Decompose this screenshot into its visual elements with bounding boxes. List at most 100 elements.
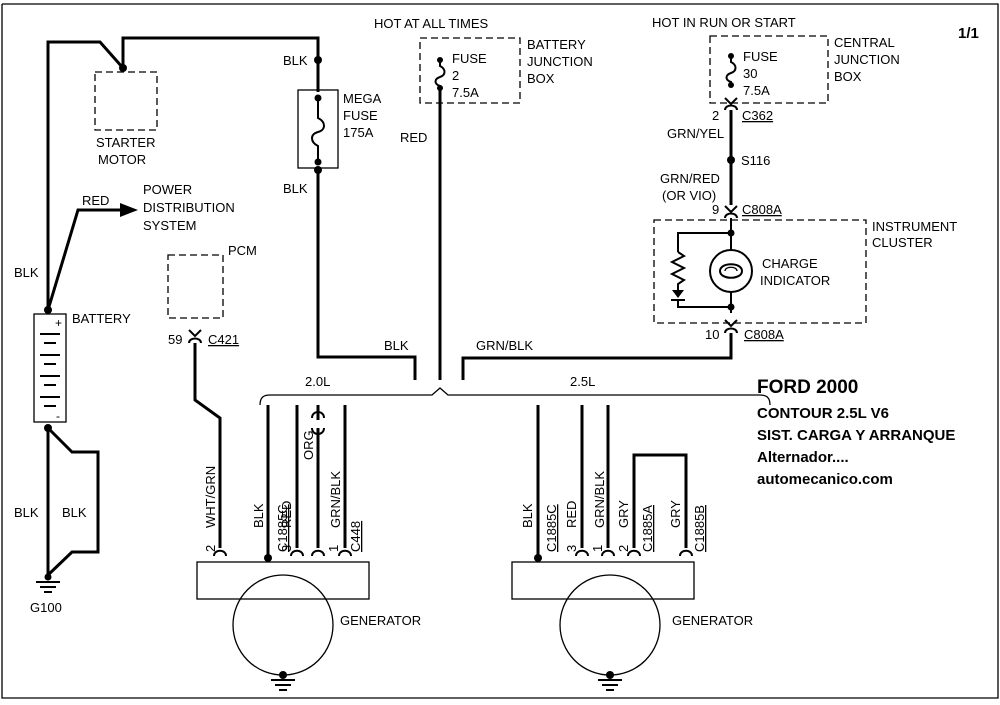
c1885c-left: C1885C <box>275 504 290 552</box>
right-pin-2: 2 <box>616 545 631 552</box>
c1885b-label: C1885B <box>692 505 707 552</box>
bjb-fuse-label-3: 7.5A <box>452 85 479 100</box>
label-grn-yel: GRN/YEL <box>667 126 724 141</box>
generator-left-label: GENERATOR <box>340 613 421 628</box>
label-grn-blk-top: GRN/BLK <box>476 338 533 353</box>
diode-icon <box>672 290 684 298</box>
cluster-label-2: CLUSTER <box>872 235 933 250</box>
label-red-power: RED <box>82 193 109 208</box>
starter-label-1: STARTER <box>96 135 155 150</box>
cluster-label-1: INSTRUMENT <box>872 219 957 234</box>
c448-label: C448 <box>348 521 363 552</box>
label-blk-fuse-bottom: BLK <box>283 181 308 196</box>
power-dist-label-3: SYSTEM <box>143 218 196 233</box>
cjb-header: HOT IN RUN OR START <box>652 15 796 30</box>
c421-label: C421 <box>208 332 239 347</box>
bjb-fuse-label-2: 2 <box>452 68 459 83</box>
c421-pin: 59 <box>168 332 182 347</box>
battery-minus: - <box>56 409 60 423</box>
mega-fuse-label-1: MEGA <box>343 91 382 106</box>
c808a-bot-label: C808A <box>744 327 784 342</box>
pcm-box <box>167 254 224 319</box>
label-org: ORG <box>301 430 316 460</box>
battery-symbol <box>33 313 67 423</box>
label-blk-to-gen: BLK <box>384 338 409 353</box>
label-grn-red: GRN/RED <box>660 171 720 186</box>
label-blk-gen-right: BLK <box>520 503 535 528</box>
variant-right: 2.5L <box>570 374 595 389</box>
charge-indicator-label-1: CHARGE <box>762 256 818 271</box>
left-pin-1: 1 <box>326 545 341 552</box>
label-grn-blk-right: GRN/BLK <box>592 471 607 528</box>
charge-indicator-label-2: INDICATOR <box>760 273 830 288</box>
title-line-3: SIST. CARGA Y ARRANQUE <box>757 427 955 444</box>
bjb-name-1: BATTERY <box>527 37 586 52</box>
title-line-4: Alternador.... <box>757 449 849 466</box>
title-line-1: FORD 2000 <box>757 377 858 398</box>
label-blk-battery-top: BLK <box>14 265 39 280</box>
mega-fuse <box>297 89 417 380</box>
splice-s116 <box>727 156 735 164</box>
bjb-name-2: JUNCTION <box>527 54 593 69</box>
title-line-5: automecanico.com <box>757 471 893 488</box>
c362-pin: 2 <box>712 108 719 123</box>
left-pin-3: 3 <box>279 545 294 552</box>
pcm-label: PCM <box>228 243 257 258</box>
power-dist-label-2: DISTRIBUTION <box>143 200 235 215</box>
label-blk-ground-b: BLK <box>62 505 87 520</box>
label-red-bjb: RED <box>400 130 427 145</box>
charge-indicator-lamp-icon <box>709 249 753 293</box>
c1885c-right: C1885C <box>544 504 559 552</box>
generator-left <box>196 405 370 691</box>
battery-label: BATTERY <box>72 311 131 326</box>
generator-right-icon <box>559 574 661 676</box>
page-number: 1/1 <box>958 25 979 42</box>
c808a-top-label: C808A <box>742 202 782 217</box>
instrument-cluster-box <box>653 219 867 324</box>
generator-right-label: GENERATOR <box>672 613 753 628</box>
bjb-fuse-label-1: FUSE <box>452 51 487 66</box>
starter-motor-box <box>94 71 158 131</box>
battery-plus: + <box>55 316 62 330</box>
label-blk-gen-left: BLK <box>251 503 266 528</box>
label-blk-ground-a: BLK <box>14 505 39 520</box>
battery-junction-box <box>419 37 521 104</box>
c808a-bot-pin: 10 <box>705 327 719 342</box>
label-gry-a: GRY <box>616 500 631 528</box>
left-pin-2: 2 <box>203 545 218 552</box>
cjb-fuse-label-1: FUSE <box>743 49 778 64</box>
s116-label: S116 <box>741 153 770 168</box>
c362-label: C362 <box>742 108 773 123</box>
label-red-gen-right: RED <box>564 501 579 528</box>
title-block: FORD 2000 CONTOUR 2.5L V6 SIST. CARGA Y … <box>757 377 955 488</box>
cjb-name-2: JUNCTION <box>834 52 900 67</box>
cjb-fuse-label-3: 7.5A <box>743 83 770 98</box>
label-gry-b: GRY <box>668 500 683 528</box>
cjb-name-3: BOX <box>834 69 862 84</box>
label-grn-blk-left: GRN/BLK <box>328 471 343 528</box>
title-line-2: CONTOUR 2.5L V6 <box>757 405 889 422</box>
label-red-gen-left: RED <box>279 501 294 528</box>
starter-label-2: MOTOR <box>98 152 146 167</box>
central-junction-box <box>709 35 829 104</box>
mega-fuse-label-3: 175A <box>343 125 374 140</box>
battery-circuit: + - <box>33 36 322 593</box>
cjb-name-1: CENTRAL <box>834 35 895 50</box>
bjb-header: HOT AT ALL TIMES <box>374 16 488 31</box>
label-or-vio: (OR VIO) <box>662 188 716 203</box>
variant-left: 2.0L <box>305 374 330 389</box>
cjb-fuse-label-2: 30 <box>743 66 757 81</box>
c808a-top-pin: 9 <box>712 202 719 217</box>
ground-label: G100 <box>30 600 62 615</box>
generator-right <box>511 405 695 691</box>
power-dist-label-1: POWER <box>143 182 192 197</box>
label-blk-fuse-top: BLK <box>283 53 308 68</box>
ground-icon <box>36 581 60 593</box>
label-wht-grn: WHT/GRN <box>203 466 218 528</box>
generator-left-icon <box>232 574 334 676</box>
right-pin-1: 1 <box>590 545 605 552</box>
right-pin-3: 3 <box>564 545 579 552</box>
bjb-name-3: BOX <box>527 71 555 86</box>
mega-fuse-label-2: FUSE <box>343 108 378 123</box>
